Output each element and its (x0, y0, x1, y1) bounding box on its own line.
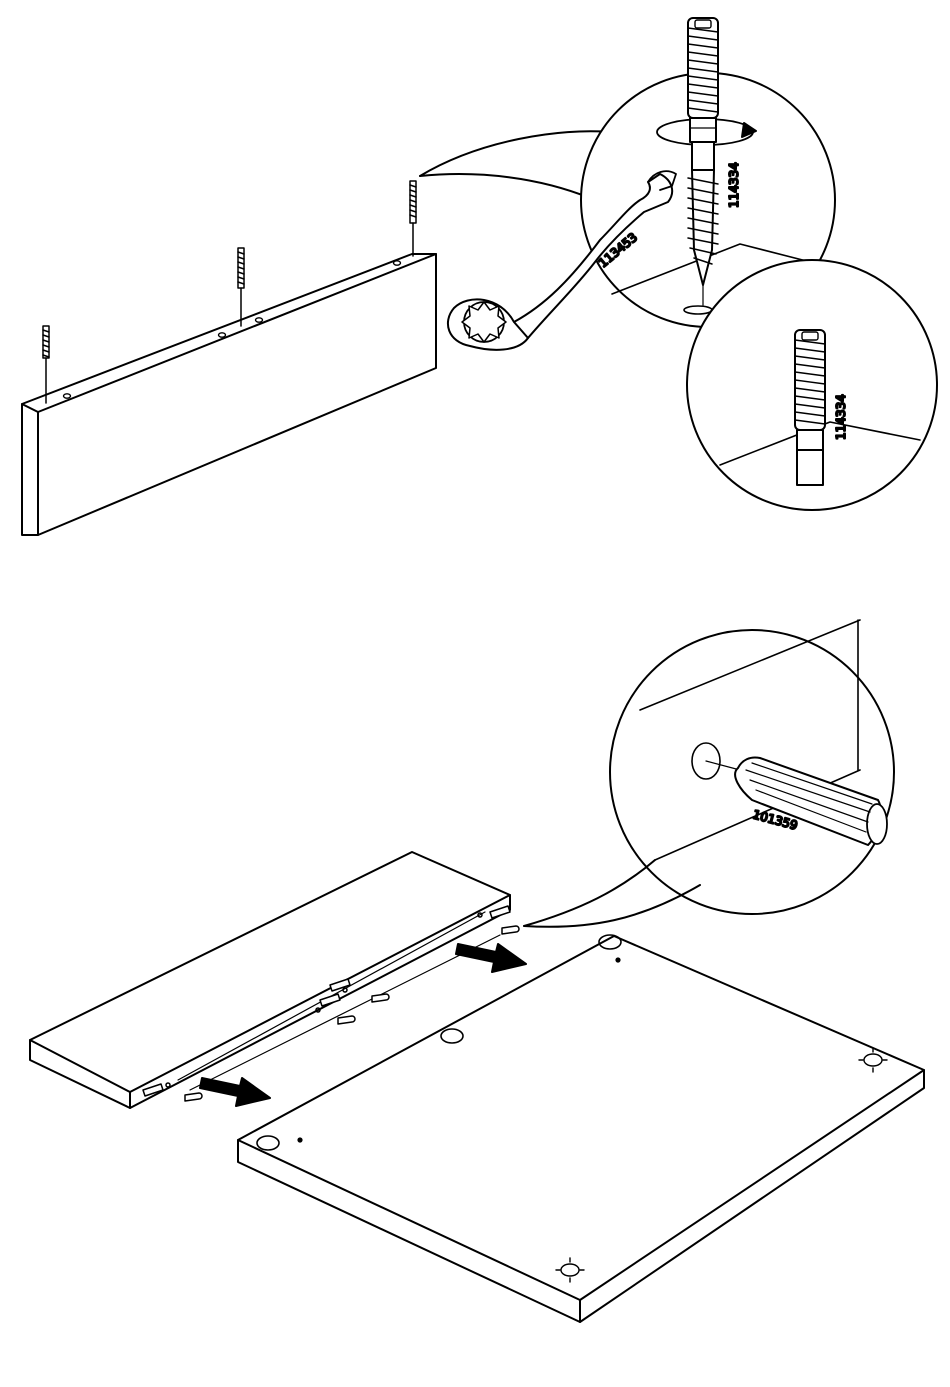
bolt-top-part-number: 114334 (727, 162, 741, 208)
bolt-middle (238, 248, 244, 326)
detail-circle-dowel: 101359 (610, 620, 894, 914)
bolt-left (43, 326, 49, 403)
bolt-bottom-part-number: 114334 (834, 394, 848, 440)
bolt-right (410, 181, 416, 256)
detail-circle-inserted: 114334 (687, 260, 937, 510)
arrow-icon-bottom (200, 1078, 270, 1106)
board-with-bolts (22, 181, 436, 535)
arrow-icon-top (456, 944, 526, 972)
